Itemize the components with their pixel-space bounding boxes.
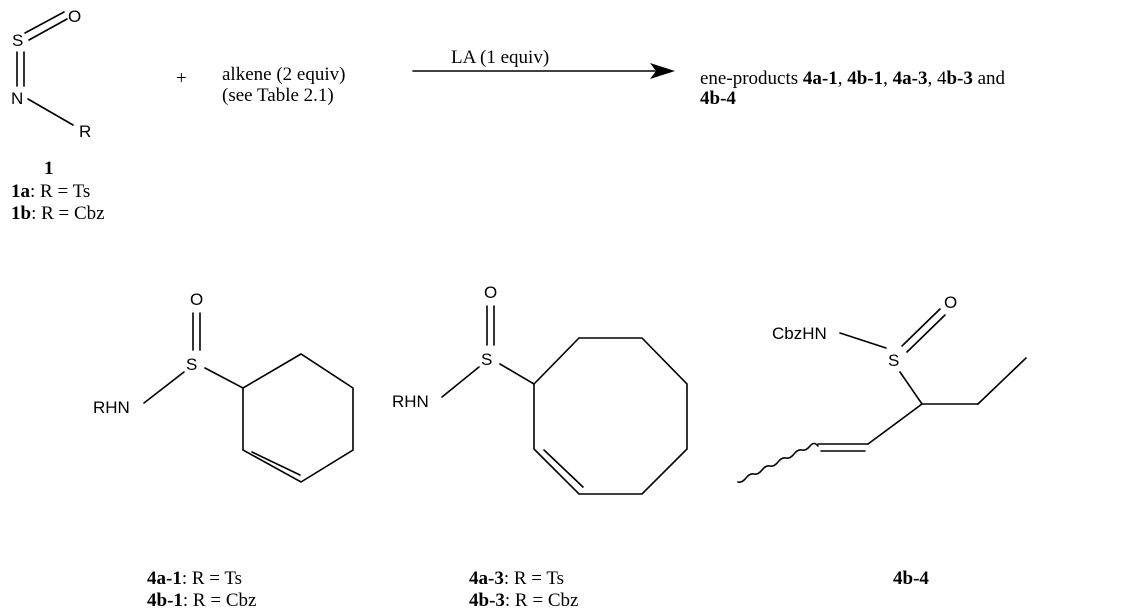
compound-1: S O N R 1 1a: R = Ts 1b: R = Cbz: [11, 7, 105, 224]
arrow-head: [650, 63, 675, 79]
bond-s-c1: [499, 363, 535, 385]
compound-4b-4-label: 4b-4: [893, 568, 929, 589]
cyclohexene-ring: [242, 353, 354, 483]
products-line-1: ene-products 4a-1, 4b-1, 4a-3, 4b-3 and: [700, 68, 1006, 89]
compound-4-3: O S RHN 4a-3: R = Ts 4b-3: R = Cbz: [392, 283, 688, 611]
bond-s-c3: [899, 371, 923, 405]
atom-s: S: [186, 355, 197, 374]
reagent-line-2: (see Table 2.1): [222, 85, 334, 106]
reaction-arrow: LA (1 equiv): [412, 47, 675, 79]
compound-4b-4: CbzHN S O 4b-4: [737, 293, 1027, 589]
bond-s-o-2: [906, 314, 946, 353]
atom-s: S: [888, 351, 899, 370]
compound-4b-3-definition: 4b-3: R = Cbz: [469, 590, 578, 611]
atom-s: S: [12, 31, 23, 50]
atom-o: O: [190, 290, 203, 309]
ring-double-bond: [543, 449, 584, 488]
atom-cbzhn: CbzHN: [772, 324, 827, 343]
bond-n-s: [839, 332, 887, 349]
atom-rhn: RHN: [93, 398, 130, 417]
bond-c4-c5: [977, 357, 1027, 405]
plus-sign: +: [176, 68, 187, 89]
compound-4-1: O S RHN 4a-1: R = Ts 4b-1: R = Cbz: [93, 290, 354, 611]
bond-s-o-1: [901, 308, 941, 347]
ring-double-bond: [251, 451, 301, 476]
compound-4a-1-definition: 4a-1: R = Ts: [147, 568, 242, 589]
atom-o: O: [68, 7, 81, 26]
compound-1-number: 1: [44, 158, 54, 179]
compound-4b-1-definition: 4b-1: R = Cbz: [147, 590, 256, 611]
reagent-line-1: alkene (2 equiv): [222, 64, 345, 85]
cyclooctene-ring: [533, 337, 688, 495]
atom-n: N: [11, 89, 23, 108]
atom-o: O: [484, 283, 497, 302]
bond-s-o-2: [28, 18, 68, 41]
atom-o: O: [944, 293, 957, 312]
atom-rhn: RHN: [392, 392, 429, 411]
atom-s: S: [481, 350, 492, 369]
bond-c3-c2: [867, 403, 923, 445]
compound-1b-definition: 1b: R = Cbz: [11, 203, 105, 224]
atom-r: R: [79, 122, 91, 141]
compound-1a-definition: 1a: R = Ts: [11, 181, 90, 202]
bond-n-r: [27, 98, 74, 126]
bond-s-o-1: [24, 11, 65, 34]
bond-n-s: [441, 366, 480, 398]
wavy-bond: [737, 442, 819, 483]
bond-n-s: [143, 371, 185, 404]
arrow-condition: LA (1 equiv): [451, 47, 549, 68]
bond-s-c1: [204, 367, 244, 389]
compound-4a-3-definition: 4a-3: R = Ts: [469, 568, 564, 589]
products-line-2: 4b-4: [700, 88, 736, 109]
